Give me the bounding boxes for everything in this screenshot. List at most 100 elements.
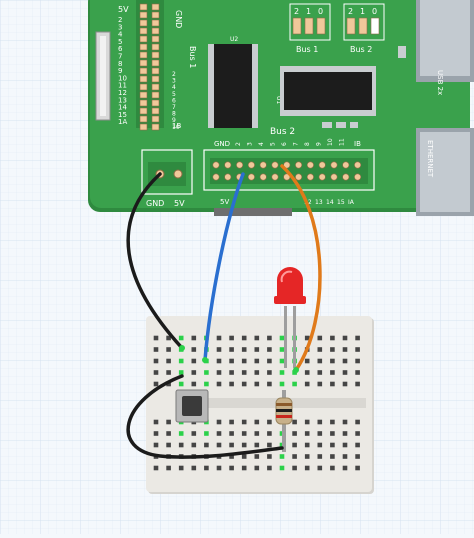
breadboard-hole bbox=[317, 381, 323, 387]
breadboard-hole bbox=[204, 442, 209, 448]
bus-pin-label: 6 bbox=[281, 142, 288, 146]
breadboard-hole bbox=[317, 454, 323, 459]
header-pin bbox=[139, 99, 148, 107]
jumper-pin[interactable] bbox=[346, 17, 356, 35]
breadboard-hole bbox=[254, 381, 260, 387]
bus-pin-label: 13 bbox=[315, 199, 323, 206]
bus-header-pin bbox=[259, 161, 267, 169]
breadboard-hole bbox=[342, 442, 348, 448]
wire-end bbox=[202, 357, 208, 363]
jumper-pin[interactable] bbox=[292, 17, 302, 35]
breadboard-hole bbox=[254, 358, 260, 364]
breadboard-hole bbox=[178, 465, 184, 471]
button-gnd-wire[interactable] bbox=[126, 374, 284, 459]
breadboard-hole bbox=[166, 381, 171, 387]
bus-pin-label: IA bbox=[348, 199, 355, 206]
breadboard-hole bbox=[166, 465, 171, 471]
breadboard-hole bbox=[330, 454, 335, 459]
breadboard-hole bbox=[330, 442, 335, 448]
breadboard-hole bbox=[330, 335, 335, 341]
signal-wire[interactable] bbox=[203, 172, 245, 362]
breadboard-hole bbox=[178, 358, 184, 364]
header-pin bbox=[151, 83, 160, 91]
breadboard-hole bbox=[241, 358, 247, 364]
breadboard-hole bbox=[254, 431, 260, 436]
bus-header-pin bbox=[224, 173, 232, 181]
breadboard-hole bbox=[267, 431, 272, 436]
breadboard-hole bbox=[254, 454, 260, 459]
left-pin-label: 3 bbox=[118, 23, 122, 31]
button-cap[interactable] bbox=[182, 396, 202, 416]
smd-component bbox=[350, 122, 358, 128]
resistor-band bbox=[276, 415, 292, 418]
breadboard-hole bbox=[216, 419, 222, 425]
bus-header-pin bbox=[247, 161, 255, 169]
breadboard-hole bbox=[292, 431, 297, 436]
bus2-title-top: Bus 2 bbox=[350, 45, 372, 54]
jumper-block-outline bbox=[289, 3, 331, 41]
led-wire[interactable] bbox=[280, 164, 322, 372]
breadboard-hole bbox=[330, 381, 335, 387]
header-pin bbox=[151, 43, 160, 51]
jumper-digit: 2 bbox=[348, 7, 353, 16]
bus-pin-label: 5 bbox=[270, 142, 277, 146]
breadboard-hole bbox=[267, 347, 272, 352]
breadboard-hole bbox=[254, 347, 260, 352]
jumper-pin[interactable] bbox=[370, 17, 380, 35]
breadboard-hole bbox=[216, 347, 222, 352]
breadboard-hole bbox=[330, 370, 335, 375]
breadboard-hole bbox=[342, 370, 348, 375]
left-pin-label: 14 bbox=[118, 104, 127, 112]
power-header-gnd-label: GND bbox=[146, 199, 164, 208]
left-pin-label: 12 bbox=[118, 89, 127, 97]
breadboard-hole bbox=[317, 419, 323, 425]
bus-pin-label: 8 bbox=[304, 142, 311, 146]
breadboard-hole bbox=[355, 419, 360, 425]
right-pin-label: 8 bbox=[172, 111, 176, 118]
led-lead-cathode bbox=[284, 306, 287, 368]
breadboard-hole bbox=[267, 442, 272, 448]
jumper-pin[interactable] bbox=[316, 17, 326, 35]
breadboard-hole bbox=[216, 335, 222, 341]
bus2-label: Bus 2 bbox=[270, 127, 295, 137]
breadboard-hole bbox=[241, 347, 247, 352]
breadboard-hole bbox=[153, 442, 159, 448]
push-button[interactable] bbox=[175, 389, 209, 423]
bus-pin-label: 11 bbox=[339, 138, 346, 146]
jumper-block-outline bbox=[343, 3, 385, 41]
left-pin-label: 2 bbox=[118, 16, 122, 24]
breadboard-hole bbox=[355, 347, 360, 352]
left-pin-label: 6 bbox=[118, 45, 123, 53]
breadboard-hole bbox=[153, 370, 159, 375]
breadboard-hole bbox=[229, 347, 234, 352]
left-header-pins bbox=[139, 3, 160, 131]
breadboard-hole bbox=[229, 465, 234, 471]
bus-header-pin bbox=[306, 173, 314, 181]
breadboard-hole bbox=[267, 335, 272, 341]
breadboard-hole bbox=[166, 419, 171, 425]
header-pin bbox=[151, 115, 160, 123]
breadboard-hole bbox=[178, 431, 184, 436]
breadboard-hole bbox=[166, 347, 171, 352]
u2-chip bbox=[214, 44, 252, 128]
gnd-wire[interactable] bbox=[126, 172, 184, 350]
jumper-digit: 1 bbox=[306, 7, 311, 16]
u1-label: U1 bbox=[275, 96, 282, 104]
breadboard-hole bbox=[279, 454, 285, 459]
jumper-pin[interactable] bbox=[304, 17, 314, 35]
breadboard-hole bbox=[178, 442, 184, 448]
jumper-pin[interactable] bbox=[358, 17, 368, 35]
bus-pin-label: 14 bbox=[326, 199, 334, 206]
bottom-header-pins bbox=[212, 161, 362, 181]
bus-pin-label: 7 bbox=[293, 142, 300, 146]
breadboard-hole bbox=[330, 431, 335, 436]
breadboard-hole bbox=[166, 442, 171, 448]
breadboard-hole bbox=[229, 419, 234, 425]
header-pin bbox=[151, 67, 160, 75]
breadboard-hole bbox=[229, 431, 234, 436]
breadboard-hole bbox=[241, 454, 247, 459]
breadboard-hole bbox=[204, 381, 209, 387]
right-pin-label: 10 bbox=[172, 124, 180, 131]
